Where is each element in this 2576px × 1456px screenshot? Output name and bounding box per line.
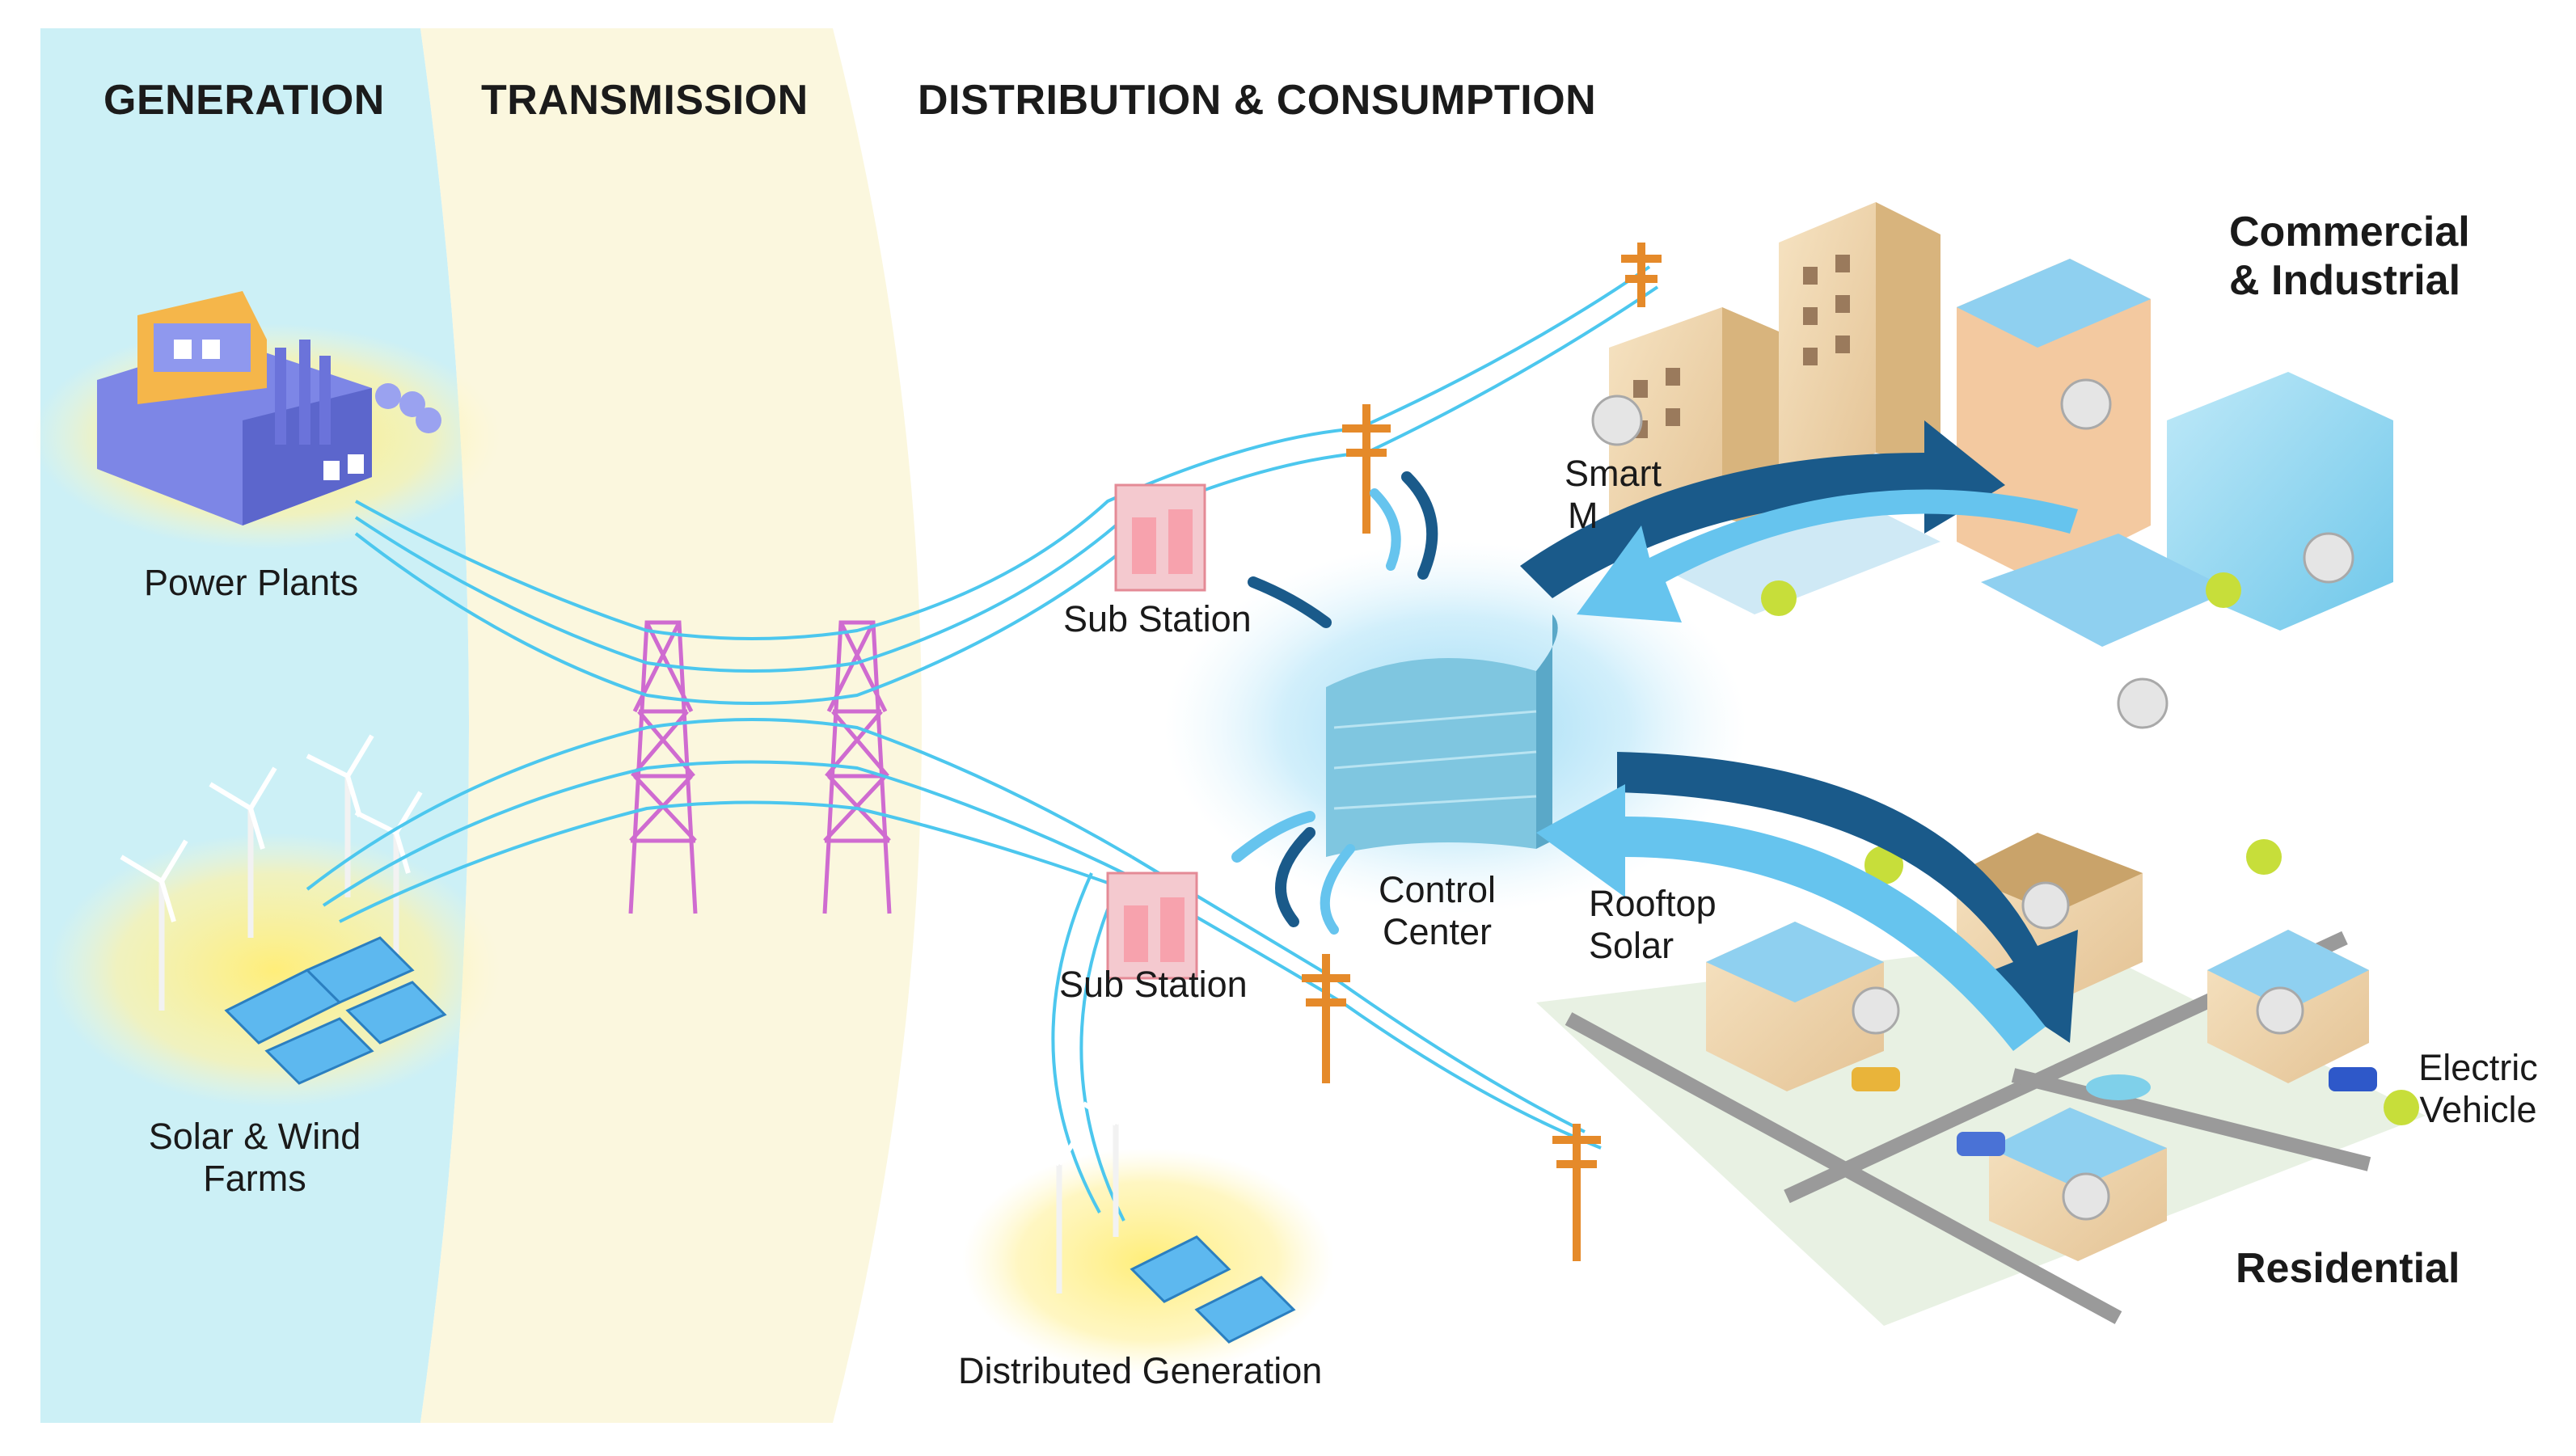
control-center-label-line1: Control bbox=[1378, 869, 1497, 910]
background-bands bbox=[40, 28, 922, 1423]
commercial-industrial-label-line1: Commercial bbox=[2229, 209, 2470, 255]
power-lines bbox=[306, 265, 1659, 1222]
solar-wind-farms-label: Solar & Wind Farms bbox=[137, 1116, 372, 1200]
sub-station-bottom-label: Sub Station bbox=[1059, 964, 1248, 1005]
commercial-industrial-label-line2: & Industrial bbox=[2229, 256, 2461, 304]
electric-vehicle-label: Electric Vehicle bbox=[2409, 1047, 2547, 1131]
arrow-from-commercial bbox=[1577, 489, 2078, 622]
solar-wind-farms-label-line2: Farms bbox=[203, 1157, 306, 1199]
section-title-distribution: DISTRIBUTION & CONSUMPTION bbox=[918, 77, 1597, 124]
solar-wind-farms-label-line1: Solar & Wind bbox=[148, 1116, 361, 1157]
distributed-generation-label: Distributed Generation bbox=[958, 1350, 1323, 1391]
section-title-generation: GENERATION bbox=[103, 77, 385, 124]
residential-illustration bbox=[1536, 572, 2426, 1326]
electric-vehicle-label-line2: Vehicle bbox=[2419, 1088, 2537, 1130]
signal-arcs bbox=[1231, 471, 1438, 935]
solar-panels-left bbox=[224, 936, 447, 1085]
section-title-transmission: TRANSMISSION bbox=[481, 77, 809, 124]
smart-meter-label-line1: Smart bbox=[1565, 453, 1662, 494]
control-center-label: Control Center bbox=[1366, 869, 1508, 953]
arrow-to-commercial bbox=[1520, 420, 2005, 598]
control-center-label-line2: Center bbox=[1382, 910, 1493, 952]
sub-station-top-label: Sub Station bbox=[1063, 598, 1252, 639]
substation-bottom-illustration bbox=[1106, 871, 1198, 980]
smart-meter-label-line2: M bbox=[1568, 494, 1598, 536]
power-plants-label: Power Plants bbox=[144, 562, 359, 603]
power-plant-illustration bbox=[97, 291, 441, 525]
rooftop-solar-label: Rooftop Solar bbox=[1589, 883, 1717, 967]
arrow-from-residential bbox=[1536, 784, 2046, 1051]
rooftop-solar-label-line2: Solar bbox=[1589, 924, 1674, 966]
flow-arrows bbox=[1520, 420, 2078, 1051]
distributed-generation-illustration bbox=[1021, 1086, 1296, 1344]
substation-top-illustration bbox=[1114, 483, 1206, 592]
solar-wind-farm-illustration bbox=[120, 734, 423, 1011]
residential-label: Residential bbox=[2236, 1245, 2460, 1292]
electric-vehicle-label-line1: Electric bbox=[2418, 1047, 2538, 1088]
rooftop-solar-label-line1: Rooftop bbox=[1589, 883, 1717, 924]
generation-band bbox=[40, 28, 469, 1423]
smart-meter-label: Smart M bbox=[1565, 453, 1662, 537]
commercial-industrial-label: Commercial & Industrial bbox=[2229, 209, 2470, 306]
utility-poles bbox=[1302, 243, 1662, 1261]
